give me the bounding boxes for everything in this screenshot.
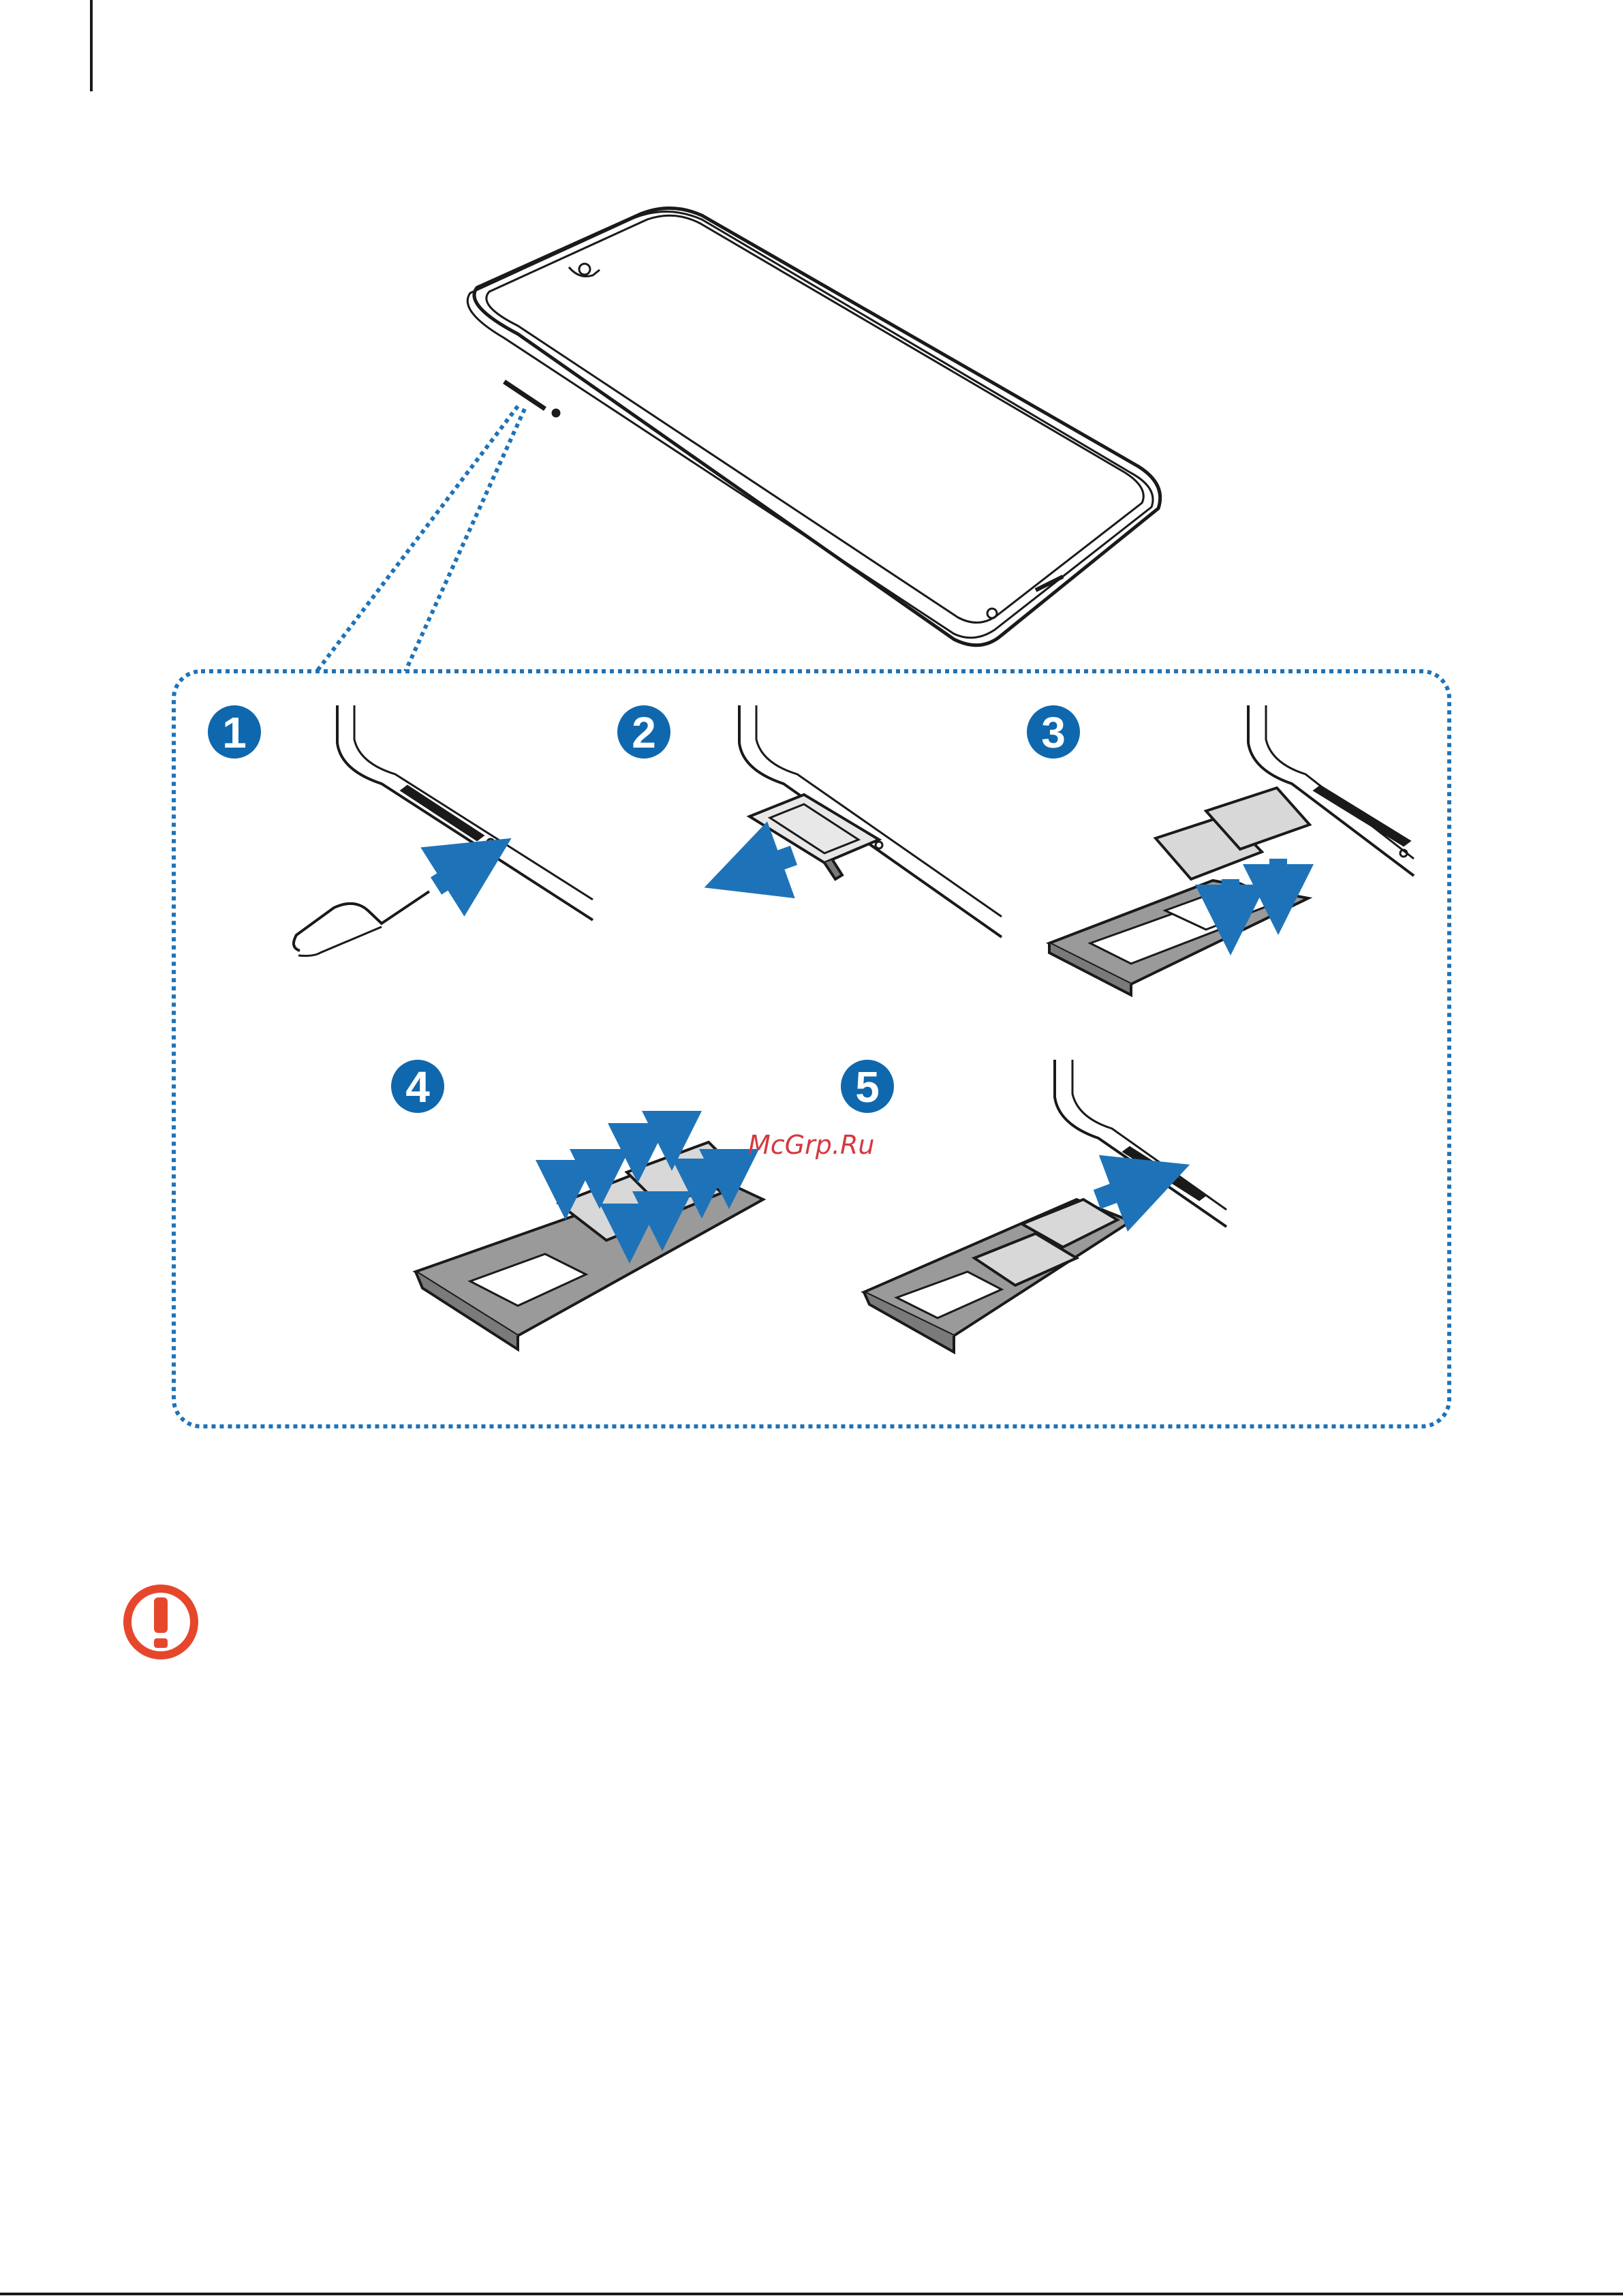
step-number-2: 2: [632, 708, 656, 757]
step-2-illustration: [739, 705, 1002, 937]
step-number-1: 1: [222, 708, 247, 757]
callout-leaders: [317, 406, 525, 671]
step-1-illustration: [294, 705, 593, 956]
phone-overview: [467, 208, 1160, 645]
step-number-3: 3: [1041, 708, 1066, 757]
step-number-4: 4: [405, 1062, 430, 1112]
exclamation-warning-icon: [127, 1589, 194, 1655]
step-5-illustration: [864, 1060, 1226, 1352]
step-number-5: 5: [855, 1062, 880, 1112]
step-4-illustration: [416, 1114, 763, 1349]
step-badges: 1 2 3 4 5: [208, 705, 1080, 1113]
step-3-illustration: [1049, 705, 1414, 995]
watermark-text: McGrp.Ru: [748, 1130, 874, 1160]
footer-rule: [0, 2293, 1623, 2295]
